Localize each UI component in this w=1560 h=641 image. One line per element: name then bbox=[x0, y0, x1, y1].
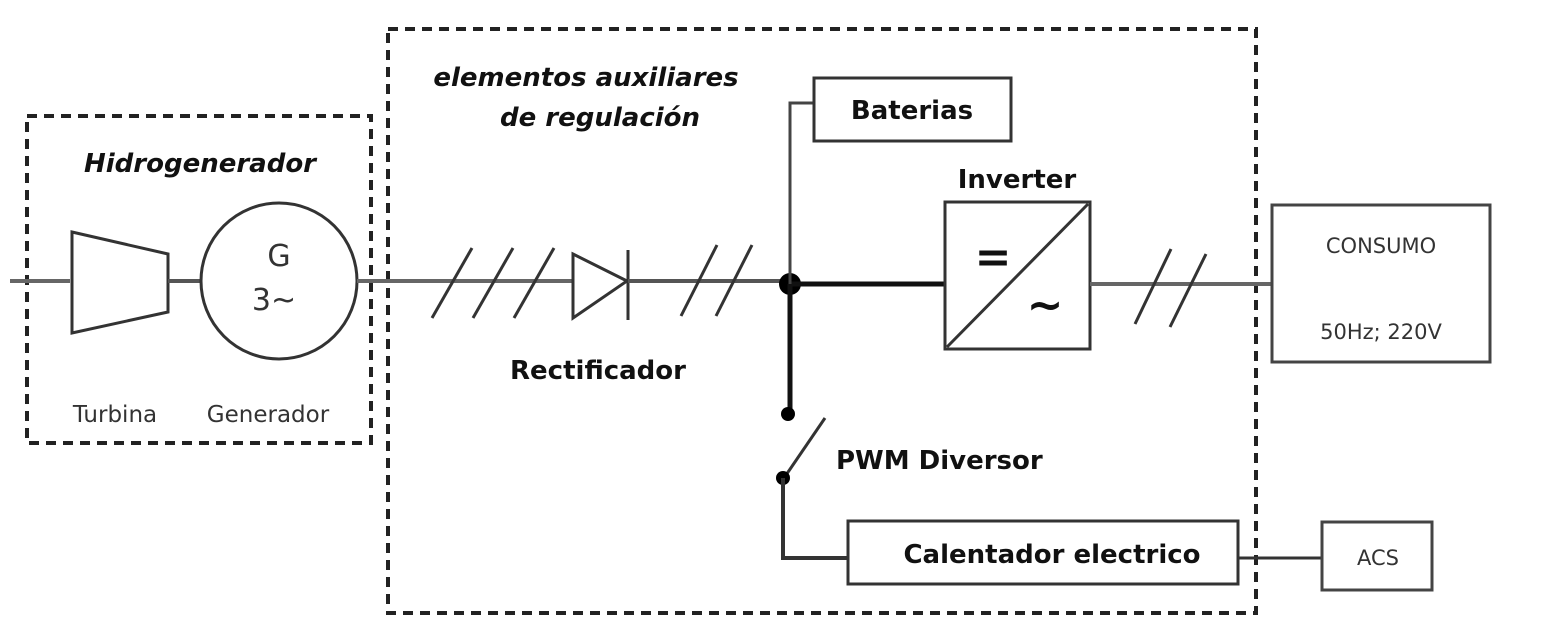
acs-box bbox=[1320, 520, 1434, 592]
inverter-dc-symbol: = bbox=[975, 232, 1012, 283]
consumo-label: CONSUMO bbox=[1326, 234, 1436, 258]
auxiliares-title-line2: de regulación bbox=[500, 103, 700, 133]
generador-symbol-g: G bbox=[267, 239, 290, 274]
turbina-label: Turbina bbox=[72, 402, 157, 428]
generador-symbol bbox=[199, 201, 359, 361]
consumo-spec: 50Hz; 220V bbox=[1320, 320, 1442, 344]
rectificador-label: Rectificador bbox=[510, 356, 686, 386]
bus-to-baterias bbox=[788, 101, 814, 284]
turbina-symbol bbox=[70, 230, 170, 335]
generador-symbol-3phase: 3~ bbox=[252, 283, 296, 318]
inverter-diagonal bbox=[945, 202, 1090, 349]
switch-top-node bbox=[781, 407, 795, 421]
calentador-box bbox=[846, 519, 1240, 586]
phase-marks-2-dc bbox=[679, 244, 754, 317]
baterias-label: Baterias bbox=[851, 96, 973, 126]
hidrogenerador-title: Hidrogenerador bbox=[84, 149, 318, 179]
phase-marks-2-ac bbox=[1133, 248, 1208, 328]
auxiliares-group-box bbox=[386, 27, 1258, 615]
phase-mark bbox=[430, 247, 474, 319]
consumo-box bbox=[1270, 203, 1492, 364]
inverter-label: Inverter bbox=[958, 165, 1077, 195]
phase-mark bbox=[1168, 253, 1208, 328]
inverter-ac-symbol: ~ bbox=[1027, 280, 1064, 331]
pwm-diversor-label: PWM Diversor bbox=[836, 446, 1043, 476]
pwm-switch-blade bbox=[782, 417, 827, 479]
auxiliares-title-line1: elementos auxiliares bbox=[433, 63, 738, 93]
phase-mark bbox=[471, 247, 515, 319]
acs-label: ACS bbox=[1357, 546, 1399, 570]
phase-mark bbox=[679, 244, 719, 317]
phase-marks-3 bbox=[430, 247, 556, 319]
phase-mark bbox=[512, 247, 556, 319]
phase-mark bbox=[714, 244, 754, 317]
calentador-label: Calentador electrico bbox=[903, 540, 1200, 570]
rectificador-diode-icon bbox=[571, 251, 630, 321]
generador-label: Generador bbox=[207, 402, 330, 428]
switch-to-calentador bbox=[781, 478, 848, 560]
phase-mark bbox=[1133, 248, 1173, 325]
baterias-box bbox=[812, 76, 1013, 143]
